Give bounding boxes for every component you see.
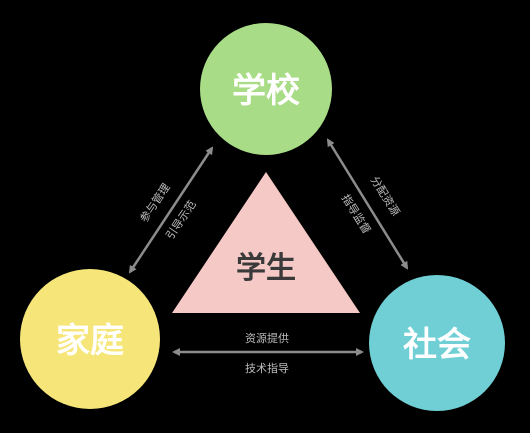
family-label: 家庭 bbox=[56, 321, 124, 361]
edge-family-society-lower-label: 技术指导 bbox=[245, 361, 289, 375]
student-label: 学生 bbox=[236, 251, 296, 286]
edge-school-family-inner-label: 引导示范 bbox=[163, 198, 199, 242]
edge-school-society-inner-label: 指导监督 bbox=[339, 192, 374, 237]
arrow-school-society bbox=[326, 138, 409, 270]
society-label: 社会 bbox=[403, 325, 471, 365]
student-triangle bbox=[172, 172, 360, 313]
edge-family-society-upper-label: 资源提供 bbox=[245, 331, 289, 345]
society-node bbox=[369, 275, 505, 411]
school-node bbox=[200, 23, 332, 155]
school-label: 学校 bbox=[232, 71, 300, 111]
arrow-school-family bbox=[128, 146, 214, 274]
edge-school-family-outer-label: 参与管理 bbox=[137, 181, 173, 225]
family-node bbox=[20, 269, 160, 409]
